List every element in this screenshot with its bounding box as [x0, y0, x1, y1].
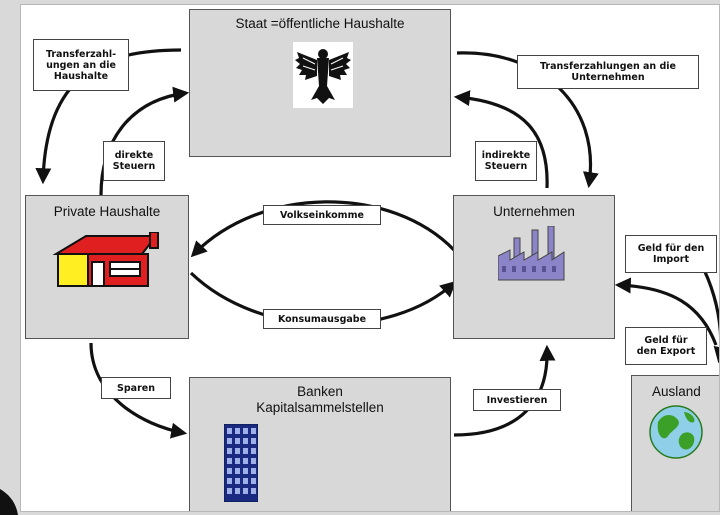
- node-households-title: Private Haushalte: [53, 204, 161, 219]
- corner-shape: [0, 489, 18, 515]
- arrow-indirect-taxes: [453, 90, 549, 189]
- node-companies: Unternehmen: [453, 195, 615, 339]
- node-abroad: Ausland: [631, 375, 719, 511]
- node-banks-subtitle: Kapitalsammelstellen: [256, 400, 384, 415]
- arrow-money-import: [614, 277, 718, 346]
- node-state-title: Staat =öffentliche Haushalte: [235, 16, 405, 31]
- node-companies-title: Unternehmen: [493, 204, 575, 219]
- node-households: Private Haushalte: [25, 195, 189, 339]
- factory-icon: [498, 226, 565, 281]
- label-national-income: Volkseinkomme: [263, 205, 381, 225]
- arrow-savings: [89, 342, 188, 439]
- building-icon: [224, 424, 258, 502]
- node-state: Staat =öffentliche Haushalte: [189, 9, 451, 157]
- label-savings: Sparen: [101, 377, 171, 399]
- diagram-canvas: Staat =öffentliche Haushalte Private Hau…: [20, 4, 720, 512]
- globe-icon: [649, 405, 703, 459]
- node-abroad-title: Ausland: [652, 384, 701, 399]
- node-banks: Banken Kapitalsammelstellen: [189, 377, 451, 511]
- label-direct-taxes: direkte Steuern: [103, 141, 165, 181]
- label-money-import: Geld für den Import: [625, 235, 717, 273]
- label-indirect-taxes: indirekte Steuern: [475, 141, 537, 181]
- label-transfer-companies: Transferzahlungen an die Unternehmen: [517, 55, 699, 89]
- label-money-export: Geld für den Export: [625, 327, 707, 365]
- label-transfer-households: Transferzahl- ungen an die Haushalte: [33, 39, 129, 91]
- eagle-icon: [293, 42, 353, 108]
- arrow-direct-taxes: [99, 86, 190, 196]
- label-investment: Investieren: [473, 389, 561, 411]
- arrow-national-income: [190, 200, 456, 258]
- house-icon: [52, 232, 159, 287]
- label-consumption: Konsumausgabe: [263, 309, 381, 329]
- node-banks-title: Banken: [297, 384, 343, 399]
